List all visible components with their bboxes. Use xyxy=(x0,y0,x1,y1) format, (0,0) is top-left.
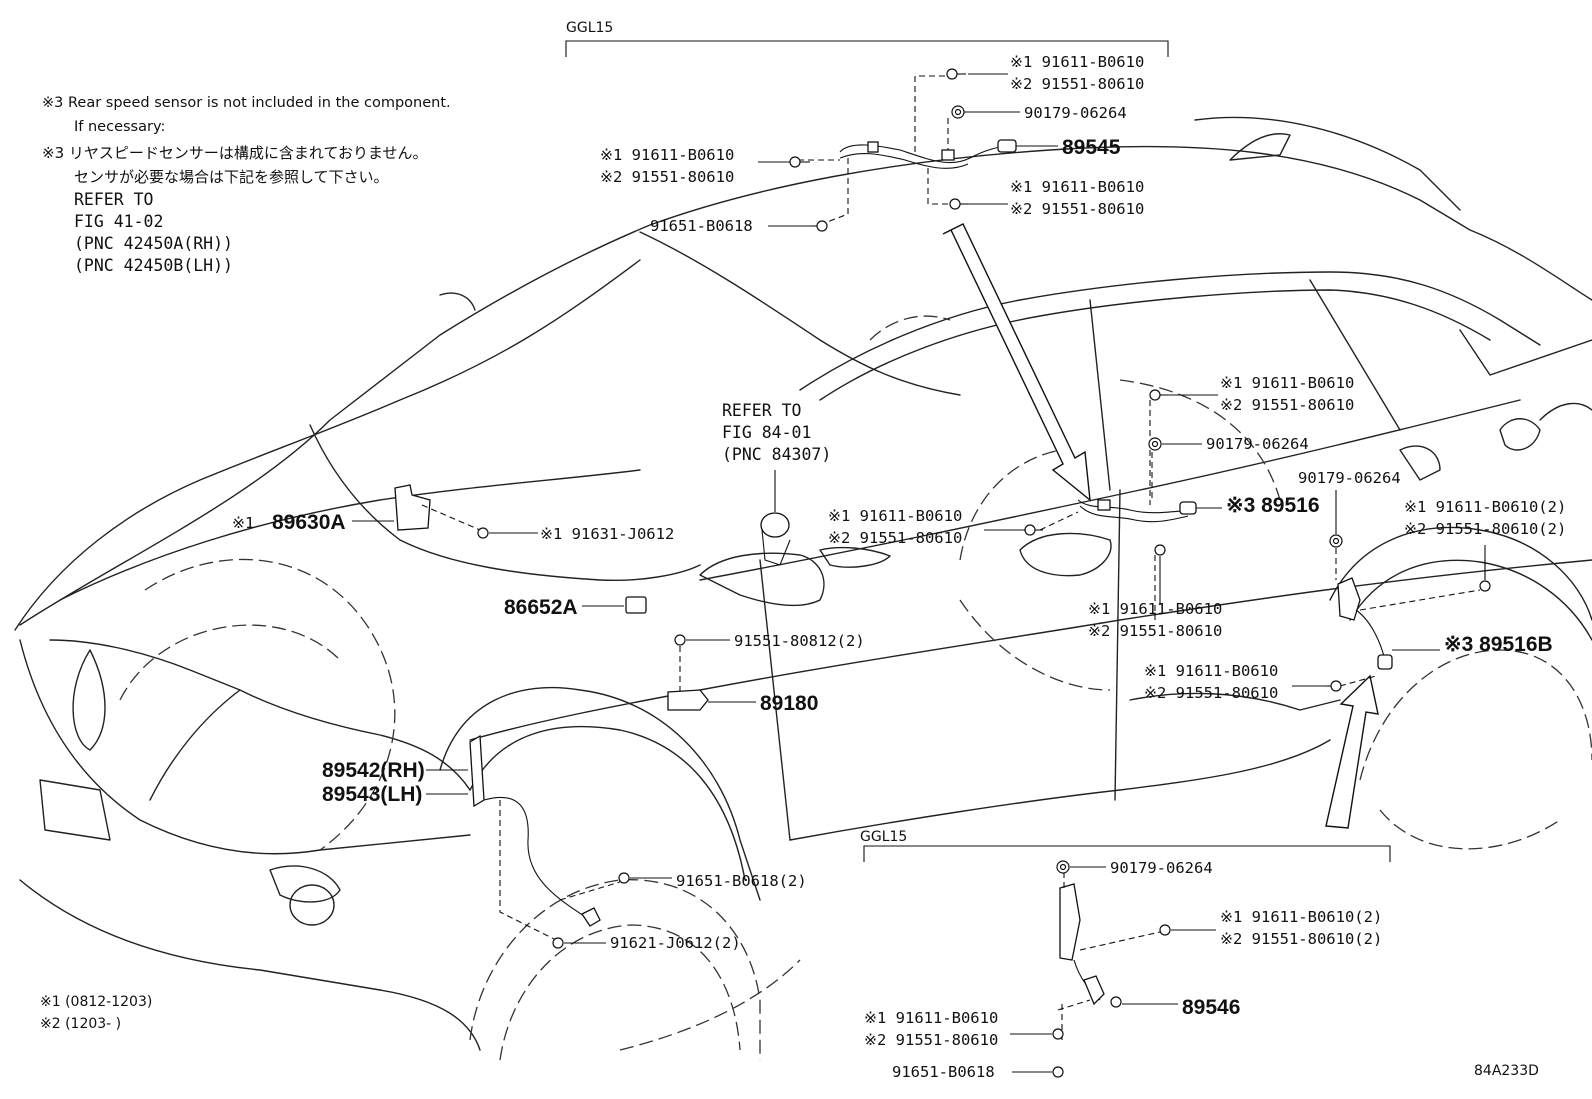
label-90179-06264: 90179-06264 xyxy=(1024,104,1127,122)
label-86652A: 86652A xyxy=(504,596,578,619)
bolt-icon xyxy=(477,527,489,539)
label-91551-80610: ※2 91551-80610 xyxy=(1088,622,1222,640)
refer-fig: FIG 41-02 xyxy=(74,212,163,231)
label-91611-B0610: ※1 91611-B0610 xyxy=(1088,600,1222,618)
sensor-89630A xyxy=(394,484,481,531)
group-label-bottom: GGL15 xyxy=(860,829,907,845)
bolt-icon xyxy=(1149,389,1168,401)
nut-icon xyxy=(951,105,965,119)
label-91551-80610: ※2 91551-80610 xyxy=(1144,684,1278,702)
refer-to-center: REFER TO xyxy=(722,401,801,420)
label-91611-B0610: ※1 91611-B0610 xyxy=(1010,178,1144,196)
label-91651-B0618-2: 91651-B0618(2) xyxy=(676,872,807,890)
label-91551-80610: ※2 91551-80610 xyxy=(864,1031,998,1049)
spiral-cable-84307 xyxy=(760,470,791,566)
pointer-arrow-right xyxy=(1325,674,1379,829)
label-89543-LH: 89543(LH) xyxy=(322,783,422,806)
label-89516B: ※3 89516B xyxy=(1444,633,1553,656)
bolt-icon xyxy=(1110,996,1122,1008)
module-89180 xyxy=(667,689,709,711)
refer-pnc-rh: (PNC 42450A(RH)) xyxy=(74,234,233,253)
bolt-icon xyxy=(789,156,810,168)
label-91611-B0610: ※1 91611-B0610 xyxy=(1144,662,1278,680)
refer-to: REFER TO xyxy=(74,190,153,209)
label-91611-B0610: ※1 91611-B0610 xyxy=(1220,374,1354,392)
label-89546: 89546 xyxy=(1182,996,1240,1019)
bolt-icon xyxy=(1327,680,1342,692)
note-rear-sensor-jp-2: センサが必要な場合は下記を参照して下さい。 xyxy=(74,168,389,186)
label-91611-B0610: ※1 91611-B0610 xyxy=(864,1009,998,1027)
bolt-icon xyxy=(1024,524,1043,536)
label-90179-06264: 90179-06264 xyxy=(1298,469,1401,487)
notes-block: ※3 Rear speed sensor is not included in … xyxy=(42,95,451,275)
harness-89546 xyxy=(1057,872,1161,1040)
label-89542-RH: 89542(RH) xyxy=(322,759,425,782)
label-91551-80610: ※2 91551-80610 xyxy=(600,168,734,186)
bolt-icon xyxy=(1154,544,1166,562)
label-91551-80610: ※2 91551-80610 xyxy=(828,529,962,547)
label-91611-B0610-2: ※1 91611-B0610(2) xyxy=(1404,498,1566,516)
harness-89545 xyxy=(798,75,1017,225)
bolt-icon xyxy=(1052,1028,1064,1040)
note-if-necessary: If necessary: xyxy=(74,119,165,135)
label-91631-J0612: ※1 91631-J0612 xyxy=(540,525,674,543)
label-91551-80610-2: ※2 91551-80610(2) xyxy=(1220,930,1382,948)
label-91551-80610: ※2 91551-80610 xyxy=(1220,396,1354,414)
group-bracket-bottom: GGL15 xyxy=(860,829,1391,862)
group-label-top: GGL15 xyxy=(566,20,613,36)
label-91551-80610-2: ※2 91551-80610(2) xyxy=(1404,520,1566,538)
bolt-icon xyxy=(946,68,966,80)
sensor-front-89542 xyxy=(469,734,621,941)
pointer-arrow-top xyxy=(942,223,1091,502)
nut-icon xyxy=(1148,437,1162,451)
footnote-2: ※2 (1203- ) xyxy=(40,1016,121,1032)
sensor-89516B xyxy=(1335,548,1481,687)
label-91551-80812-2: 91551-80812(2) xyxy=(734,632,865,650)
label-91611-B0610-2: ※1 91611-B0610(2) xyxy=(1220,908,1382,926)
bolt-icon xyxy=(674,634,686,646)
bolt-icon xyxy=(552,937,564,949)
refer-pnc-lh: (PNC 42450B(LH)) xyxy=(74,256,233,275)
nut-icon xyxy=(1056,860,1070,874)
bolt-icon xyxy=(1159,924,1171,936)
label-89630A: 89630A xyxy=(272,511,346,534)
label-89516: ※3 89516 xyxy=(1226,494,1320,517)
bolt-icon xyxy=(812,220,828,232)
diagram-id: 84A233D xyxy=(1474,1063,1539,1079)
bolt-icon xyxy=(618,872,630,884)
label-91651-B0618: 91651-B0618 xyxy=(650,217,753,235)
note-rear-sensor-jp: ※3 リヤスピードセンサーは構成に含まれておりません。 xyxy=(42,144,428,162)
label-90179-06264: 90179-06264 xyxy=(1206,435,1309,453)
label-note-1: ※1 xyxy=(232,514,254,532)
footnote-1: ※1 (0812-1203) xyxy=(40,994,152,1010)
label-91551-80610: ※2 91551-80610 xyxy=(1010,75,1144,93)
harness-89516 xyxy=(1039,400,1197,620)
refer-pnc-center: (PNC 84307) xyxy=(722,445,831,464)
label-90179-06264: 90179-06264 xyxy=(1110,859,1213,877)
label-91551-80610: ※2 91551-80610 xyxy=(1010,200,1144,218)
vehicle-outline xyxy=(14,116,1592,1061)
nut-icon xyxy=(1329,534,1343,548)
bolt-icon xyxy=(1052,1066,1064,1078)
switch-86652A xyxy=(625,596,647,614)
label-91611-B0610: ※1 91611-B0610 xyxy=(1010,53,1144,71)
refer-fig-center: FIG 84-01 xyxy=(722,423,811,442)
group-bracket-top: GGL15 xyxy=(565,20,1169,57)
note-rear-sensor-en: ※3 Rear speed sensor is not included in … xyxy=(42,95,451,111)
bolt-icon xyxy=(949,198,968,210)
label-89180: 89180 xyxy=(760,692,818,715)
label-91611-B0610: ※1 91611-B0610 xyxy=(828,507,962,525)
refer-block-center: REFER TO FIG 84-01 (PNC 84307) xyxy=(722,401,831,464)
label-91651-B0618: 91651-B0618 xyxy=(892,1063,995,1081)
label-91621-J0612-2: 91621-J0612(2) xyxy=(610,934,741,952)
label-91611-B0610: ※1 91611-B0610 xyxy=(600,146,734,164)
label-89545: 89545 xyxy=(1062,136,1121,159)
